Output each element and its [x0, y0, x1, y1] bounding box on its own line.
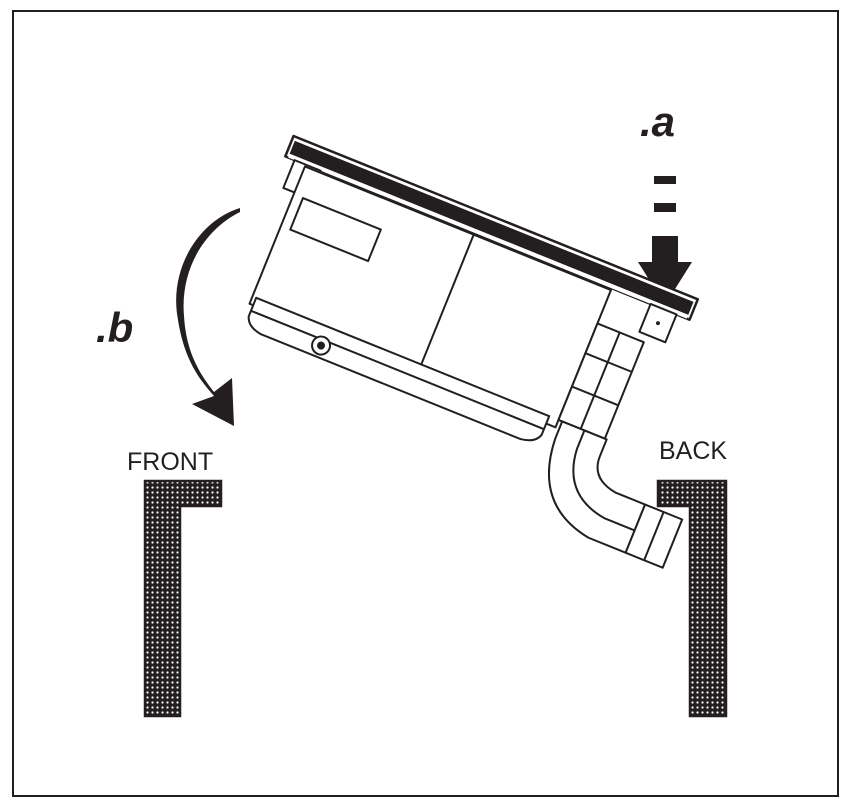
down-arrow-icon [638, 176, 692, 305]
rotate-arrow-icon [176, 208, 240, 426]
front-cabinet-wall [143, 479, 223, 718]
step-a-label: .a [640, 98, 675, 145]
step-b-label: .b [96, 304, 133, 351]
cooker-unit [247, 134, 700, 569]
back-cabinet-wall [656, 479, 728, 718]
back-label: BACK [659, 437, 727, 465]
front-label: FRONT [127, 448, 213, 476]
